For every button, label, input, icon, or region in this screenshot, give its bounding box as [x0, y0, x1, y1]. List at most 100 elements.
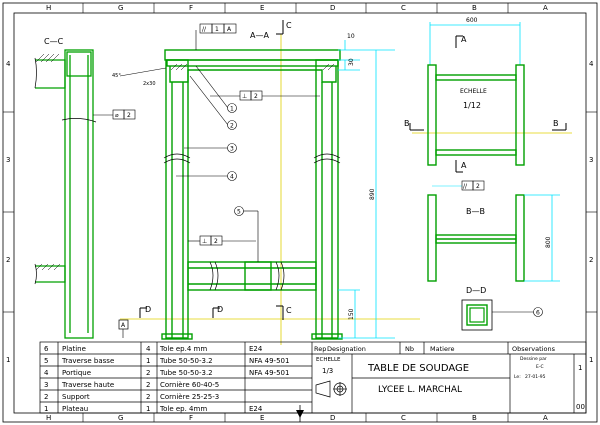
- zone-number: 1: [6, 356, 10, 364]
- zone-number: 3: [589, 156, 593, 164]
- svg-text:150: 150: [348, 308, 355, 320]
- bom-designation: Portique: [62, 369, 91, 377]
- bom-designation: Traverse basse: [61, 357, 114, 365]
- svg-text:A: A: [121, 322, 126, 329]
- bom-obs: E24: [249, 405, 263, 413]
- projection-symbol-icon: [315, 380, 347, 398]
- dimension-lines: [338, 40, 395, 339]
- corner-mark: 1: [578, 364, 582, 372]
- callout-balloon: [234, 206, 244, 216]
- cc-hatching: [35, 53, 61, 271]
- bom-rep: 2: [44, 393, 48, 401]
- cut-marks-c: C C: [276, 20, 292, 320]
- dim-800: [524, 194, 560, 282]
- header-observations: Observations: [512, 345, 556, 353]
- zone-letter: D: [330, 414, 335, 422]
- bb-view: [427, 194, 525, 282]
- svg-text:2: 2: [230, 123, 234, 130]
- section-dd-label: D—D: [466, 286, 486, 295]
- bom-designation: Traverse haute: [61, 381, 114, 389]
- scale-value: 1/12: [463, 101, 481, 110]
- dim-600-text: 600: [466, 17, 478, 24]
- school-name: LYCEE L. MARCHAL: [378, 385, 462, 395]
- svg-text:1: 1: [215, 26, 219, 33]
- cut-marks-a: A A: [455, 35, 467, 173]
- callouts: 1 2 3 4 5: [176, 65, 259, 262]
- echelle-value: 1/3: [322, 367, 333, 375]
- svg-text:2x30: 2x30: [143, 81, 156, 87]
- drawing-title: TABLE DE SOUDAGE: [367, 363, 469, 374]
- portique-frame: [161, 49, 343, 340]
- dim-600: [429, 22, 521, 65]
- zone-number: 1: [589, 356, 593, 364]
- zone-letter: F: [189, 414, 193, 422]
- bom-rep: 4: [44, 369, 49, 377]
- zone-letter: A: [543, 4, 548, 12]
- bom-headers: Rep Designation Nb Matiere Observations: [314, 345, 556, 353]
- zone-letter: E: [260, 414, 264, 422]
- bom-matiere: Tole ep. 4mm: [159, 405, 207, 413]
- zone-letter: B: [472, 4, 477, 12]
- weld-symbol-bb: // 2: [432, 180, 485, 191]
- bom-nb: 2: [146, 381, 150, 389]
- bom-nb: 1: [146, 405, 150, 413]
- svg-text:⌀: ⌀: [115, 112, 119, 119]
- callout-balloon: [533, 307, 543, 317]
- bom-rep: 5: [44, 357, 48, 365]
- svg-text:1: 1: [230, 106, 234, 113]
- callout-balloon: [227, 120, 237, 130]
- bom-obs: NFA 49-501: [249, 357, 289, 365]
- weld-symbol-top: // 1 A: [195, 23, 237, 50]
- svg-text:45°: 45°: [112, 73, 121, 79]
- header-rep: Rep: [314, 345, 326, 353]
- svg-text:C: C: [286, 21, 292, 30]
- scale-word: ECHELLE: [460, 88, 487, 95]
- svg-text:10: 10: [347, 33, 355, 40]
- callout-balloon: [227, 143, 237, 153]
- dim-800-text: 800: [545, 236, 552, 248]
- chamfer-note: 45° 2x30: [112, 67, 167, 87]
- svg-text:30: 30: [348, 58, 355, 66]
- svg-text:6: 6: [536, 310, 540, 317]
- bom-nb: 2: [146, 393, 150, 401]
- echelle-label: ECHELLE: [316, 357, 341, 363]
- aa-hatching: [170, 63, 335, 71]
- svg-text:A: A: [227, 26, 232, 33]
- svg-text:2: 2: [214, 238, 218, 245]
- svg-text:A: A: [461, 35, 467, 44]
- bom-nb: 4: [146, 345, 151, 353]
- svg-text:⊥: ⊥: [242, 93, 247, 100]
- dessine-par-label: Dessine par: [520, 356, 547, 362]
- svg-text:2: 2: [476, 183, 480, 190]
- zone-letter: B: [472, 414, 477, 422]
- svg-text:4: 4: [230, 174, 234, 181]
- callout-balloon: [227, 103, 237, 113]
- bom-matiere: Cornière 60-40-5: [160, 381, 219, 389]
- weld-symbol-left: ⌀ 2: [93, 109, 136, 120]
- section-bb-label: B—B: [466, 207, 485, 216]
- header-designation: Designation: [327, 345, 366, 353]
- author: E-C: [536, 364, 544, 370]
- zone-number: 4: [6, 60, 11, 68]
- svg-text:A: A: [461, 161, 467, 170]
- bom-rows: 6 Platine 4 Tole ep.4 mm E24 5 Traverse …: [44, 345, 289, 413]
- zone-letter: H: [46, 414, 51, 422]
- callout-balloon: [227, 171, 237, 181]
- svg-text:890: 890: [369, 188, 376, 200]
- bom-matiere: Tube 50-50-3.2: [159, 357, 213, 365]
- section-cc-view: [35, 49, 94, 339]
- zone-letter: G: [118, 414, 123, 422]
- section-cc-label: C—C: [44, 37, 64, 46]
- title-block: ECHELLE 1/3 TABLE DE SOUDAGE LYCEE L. MA…: [316, 356, 585, 411]
- bom-nb: 1: [146, 357, 150, 365]
- zone-number: 3: [6, 156, 10, 164]
- svg-text://: //: [463, 183, 468, 190]
- zone-number: 2: [6, 256, 10, 264]
- date: 27-01-95: [525, 374, 546, 380]
- zone-letter: C: [401, 414, 406, 422]
- top-view: [427, 64, 525, 166]
- bom-rep: 6: [44, 345, 49, 353]
- zone-letters-top: H G F E D C B A: [46, 4, 548, 12]
- zone-numbers: 4 3 2 1 4 3 2 1: [6, 60, 594, 364]
- cut-marks-d: D D: [139, 305, 223, 318]
